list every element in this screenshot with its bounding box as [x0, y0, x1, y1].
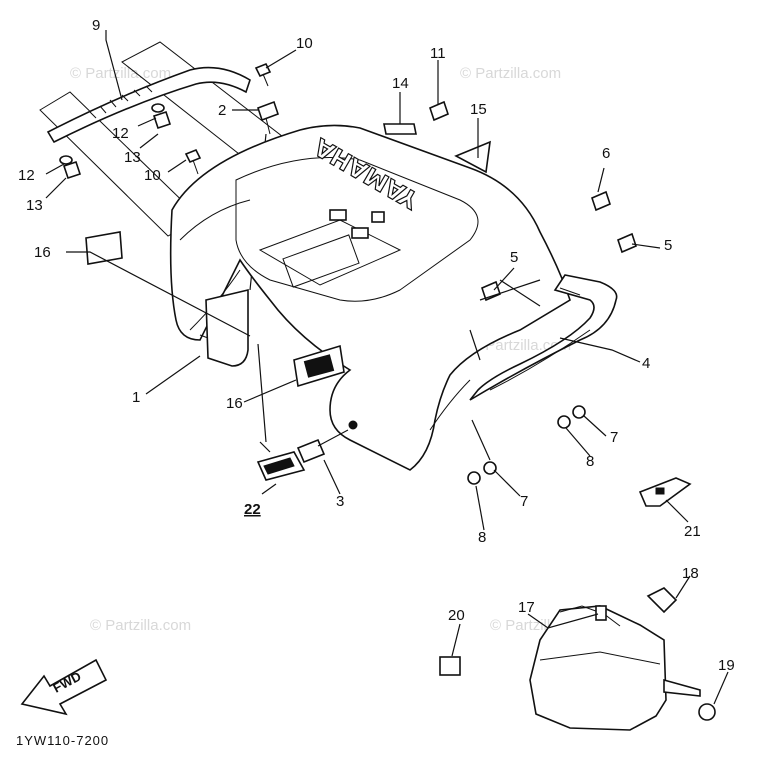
- callout-5: 5: [510, 249, 518, 266]
- watermarks: © Partzilla.com © Partzilla.com © Partzi…: [70, 65, 591, 634]
- callout-18: 18: [682, 565, 699, 582]
- callout-16: 16: [34, 244, 51, 261]
- fwd-arrow: FWD: [20, 658, 108, 716]
- part-4-carrier: [469, 274, 618, 401]
- callout-10: 10: [296, 35, 313, 52]
- part-17-storage-box: [439, 587, 716, 731]
- callout-1: 1: [132, 389, 140, 406]
- callout-13: 13: [26, 197, 43, 214]
- leader-lines: [45, 30, 729, 705]
- callout-10: 10: [144, 167, 161, 184]
- callout-5: 5: [664, 237, 672, 254]
- callout-6: 6: [602, 145, 610, 162]
- callout-17: 17: [518, 599, 535, 616]
- part-16-flaps: [85, 231, 345, 388]
- callouts: 9 10 2 12 13 10 12 13 11 14 15 6 16 5 5 …: [18, 17, 735, 674]
- callout-7: 7: [520, 493, 528, 510]
- callout-13: 13: [124, 149, 141, 166]
- watermark: © Partzilla.com: [90, 617, 191, 634]
- callout-7: 7: [610, 429, 618, 446]
- callout-12: 12: [18, 167, 35, 184]
- callout-16: 16: [226, 395, 243, 412]
- callout-3: 3: [336, 493, 344, 510]
- watermark: © Partzilla.com: [70, 65, 171, 82]
- callout-22: 22: [244, 501, 261, 518]
- callout-4: 4: [642, 355, 650, 372]
- part-21-clip: [638, 477, 692, 507]
- callout-12: 12: [112, 125, 129, 142]
- callout-8: 8: [586, 453, 594, 470]
- part-22-reflector: [256, 451, 306, 481]
- small-hardware-right: [296, 100, 637, 485]
- callout-19: 19: [718, 657, 735, 674]
- callout-11: 11: [430, 45, 446, 62]
- callout-8: 8: [478, 529, 486, 546]
- callout-20: 20: [448, 607, 465, 624]
- callout-2: 2: [218, 102, 226, 119]
- part-1-rear-fender: YAMAHA: [169, 124, 571, 471]
- callout-9: 9: [92, 17, 100, 34]
- callout-15: 15: [470, 101, 487, 118]
- callout-14: 14: [392, 75, 409, 92]
- diagram-code: 1YW110-7200: [16, 733, 109, 748]
- callout-21: 21: [684, 523, 701, 540]
- watermark: © Partzilla.com: [460, 65, 561, 82]
